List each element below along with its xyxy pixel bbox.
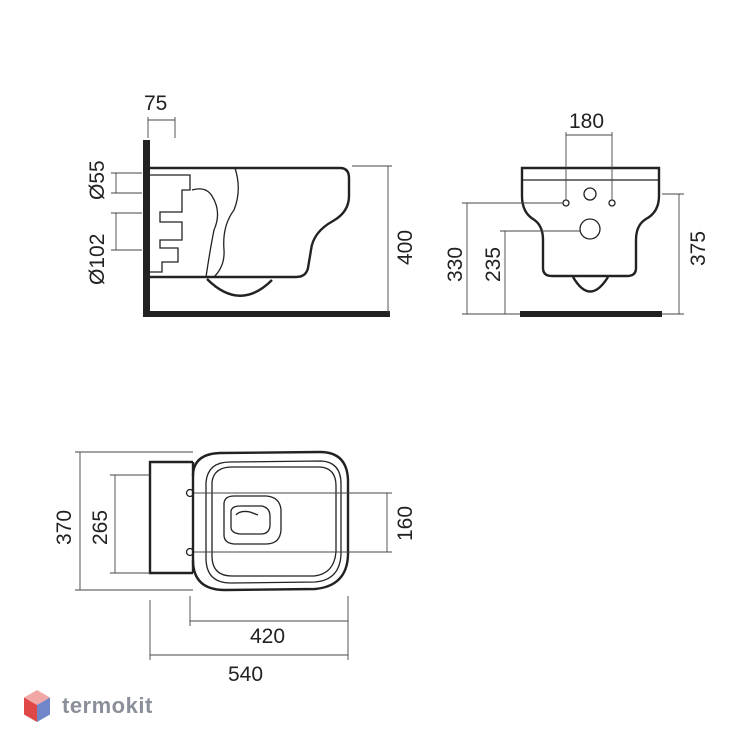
wall xyxy=(143,140,150,316)
side-view: 75 Ø55 Ø102 400 xyxy=(86,92,417,317)
bowl-opening xyxy=(223,495,282,545)
dim-frame-width-label: 265 xyxy=(89,510,112,545)
dim-inlet-height-label: 235 xyxy=(482,247,505,282)
flush-hole xyxy=(583,187,597,201)
bowl-foot xyxy=(206,278,273,297)
seat-hole-top xyxy=(185,488,195,498)
front-view: 180 330 235 375 xyxy=(444,110,710,317)
drain-opening xyxy=(230,505,271,535)
floor xyxy=(143,311,390,317)
brand-name: termokit xyxy=(62,693,153,718)
dim-bolt-spacing-label: 180 xyxy=(569,110,604,133)
back-frame xyxy=(148,460,193,575)
dim-pipe-small-label: Ø55 xyxy=(86,160,109,200)
dim-offset-label: 75 xyxy=(144,92,167,115)
seat-hole-bottom xyxy=(185,547,195,557)
bowl-front-outline xyxy=(520,166,661,278)
dim-pipe-large-label: Ø102 xyxy=(86,234,109,285)
inlet-hole xyxy=(579,218,601,240)
dim-total-height-label: 375 xyxy=(687,231,710,266)
dim-hole-spacing-label: 160 xyxy=(394,506,417,541)
dim-bolt-height-label: 330 xyxy=(444,247,467,282)
dim-total-length-label: 540 xyxy=(228,663,263,686)
dim-width-label: 370 xyxy=(53,510,76,545)
trap-contour xyxy=(191,167,239,278)
dim-height-label: 400 xyxy=(394,230,417,265)
bolt-hole-right xyxy=(608,199,616,207)
bolt-hole-left xyxy=(562,199,570,207)
top-view: 370 265 160 420 540 xyxy=(53,450,417,686)
dim-seat-length-label: 420 xyxy=(250,625,285,648)
termokit-logo-icon xyxy=(24,690,50,722)
front-foot xyxy=(571,276,610,293)
seat-outer xyxy=(191,450,350,592)
brand-watermark: termokit xyxy=(22,686,153,726)
mounting-bracket xyxy=(150,174,191,273)
bowl-side-outline xyxy=(150,166,351,279)
front-floor xyxy=(520,311,662,317)
seat-inner-2 xyxy=(205,460,342,584)
